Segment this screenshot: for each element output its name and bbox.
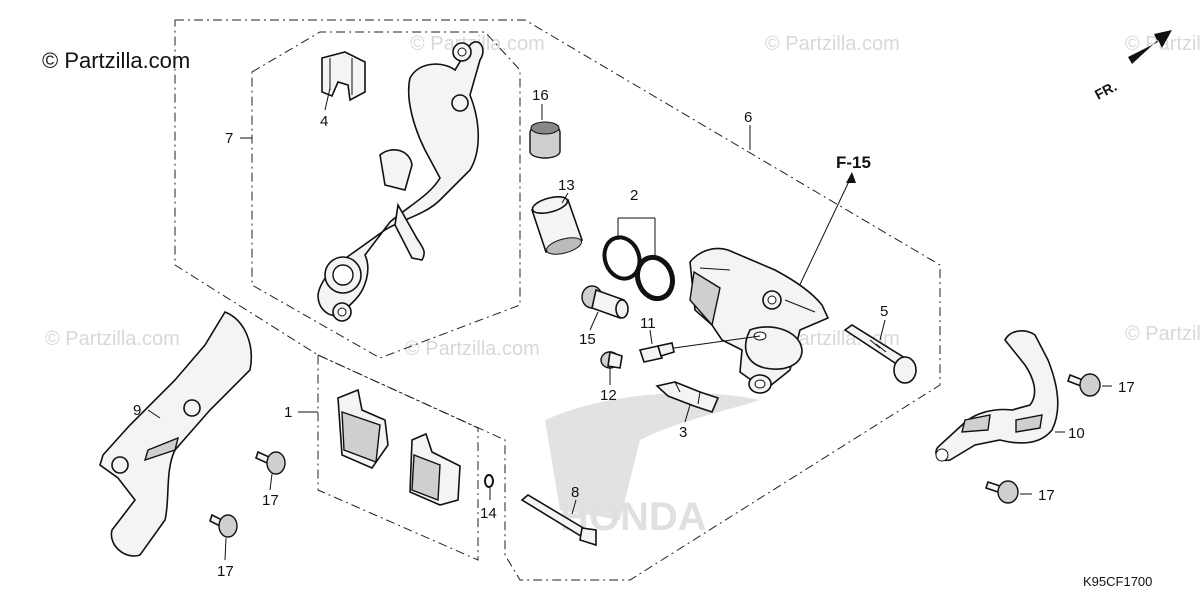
pad-set-box [317, 354, 479, 561]
caliper-body [689, 247, 830, 394]
callout-3: 3 [679, 424, 687, 441]
leader-lines [147, 87, 1112, 561]
callout-5: 5 [880, 303, 888, 320]
callout-1: 1 [284, 404, 292, 421]
callout-16: 16 [532, 87, 549, 104]
disc-guard [935, 330, 1059, 462]
flange-bolt [984, 480, 1019, 504]
callout-12: 12 [600, 387, 617, 404]
reference-arrowhead [846, 172, 856, 183]
piston-seals [602, 235, 676, 302]
reference-leader [794, 174, 853, 296]
front-direction-label: FR. [1092, 78, 1119, 103]
caliper-guard [99, 311, 252, 557]
snap-ring [484, 474, 494, 488]
callout-14: 14 [480, 505, 497, 522]
watermark: © Partzilla.com [765, 33, 900, 55]
callout-17: 17 [262, 492, 279, 509]
brake-pad-set [337, 388, 461, 506]
pad-retainer-clip [321, 51, 366, 102]
flange-bolt [1067, 373, 1101, 397]
callout-8: 8 [571, 484, 579, 501]
boot [529, 121, 561, 159]
callout-6: 6 [744, 109, 752, 126]
brand-logo: © Partzilla.com [42, 48, 190, 73]
callout-10: 10 [1068, 425, 1085, 442]
bleeder-cap [581, 285, 629, 320]
callout-11: 11 [640, 315, 656, 332]
bleeder-screw-cap [600, 350, 623, 369]
callout-13: 13 [558, 177, 575, 194]
callout-17: 17 [217, 563, 234, 580]
piston [530, 195, 584, 255]
caliper-bracket [317, 41, 484, 322]
watermark: © Partzilla.com [1125, 323, 1200, 345]
reference-label: F-15 [836, 153, 871, 172]
callout-9: 9 [133, 402, 141, 419]
watermark: © Partzilla.com [45, 328, 180, 350]
diagram-code: K95CF1700 [1083, 574, 1152, 589]
pad-spring [655, 381, 720, 413]
bleeder-screw [638, 335, 761, 363]
callout-17: 17 [1038, 487, 1055, 504]
callout-17: 17 [1118, 379, 1135, 396]
watermark: © Partzilla.com [405, 338, 540, 360]
callout-4: 4 [320, 113, 328, 130]
flange-bolt [255, 450, 286, 475]
callout-15: 15 [579, 331, 596, 348]
caliper-assembly-box [174, 19, 941, 581]
honda-wing-watermark: HONDA [545, 392, 760, 539]
bracket-box [251, 31, 521, 359]
pad-pin [520, 494, 597, 547]
callout-2: 2 [630, 187, 638, 204]
callout-7: 7 [225, 130, 233, 147]
pin-bolt [843, 324, 917, 384]
flange-bolt [209, 513, 238, 538]
